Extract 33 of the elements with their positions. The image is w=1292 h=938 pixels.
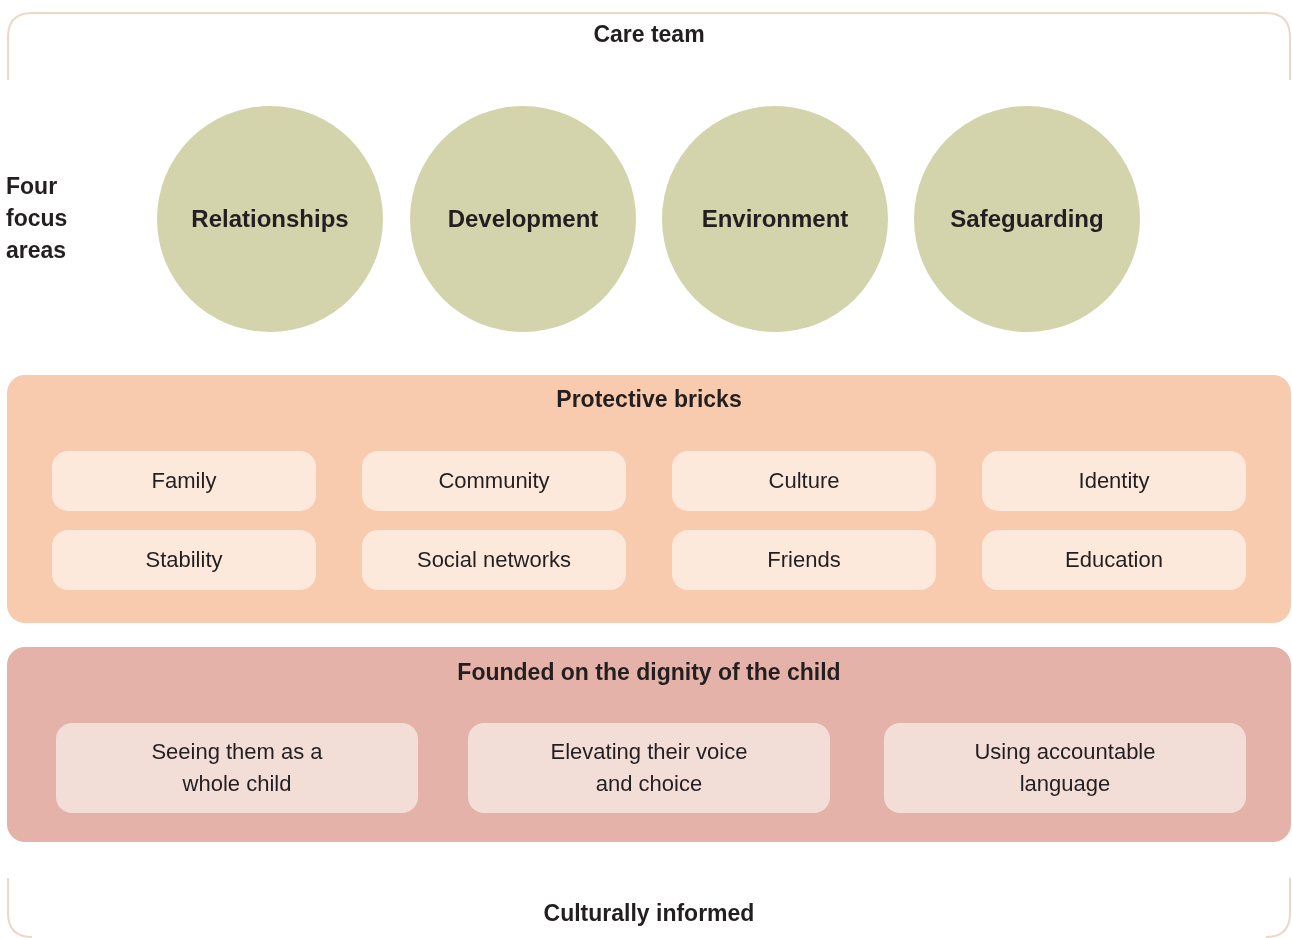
section-heading: Protective bricks — [555, 385, 743, 413]
pillar-box — [56, 723, 418, 813]
brick-box — [982, 530, 1246, 590]
pillar-label: Seeing them as a whole child — [150, 738, 324, 798]
bracket-title: Culturally informed — [542, 899, 756, 927]
brick-box — [672, 451, 936, 511]
brick-box — [362, 530, 626, 590]
section-band — [7, 647, 1291, 842]
brick-label: Family — [150, 467, 218, 495]
pillar-box — [468, 723, 830, 813]
circle-label: Relationships — [190, 205, 350, 233]
brick-label: Friends — [766, 546, 842, 574]
brick-box — [362, 451, 626, 511]
circle-label: Safeguarding — [949, 205, 1105, 233]
pillar-label: Using accountable language — [973, 738, 1157, 798]
row-heading: Four focus areas — [6, 172, 69, 265]
brick-label: Community — [437, 467, 551, 495]
section-band — [7, 375, 1291, 623]
bracket-title: Care team — [592, 20, 706, 48]
circle-label: Development — [446, 205, 600, 233]
brick-box — [52, 451, 316, 511]
section-heading: Founded on the dignity of the child — [456, 658, 842, 686]
circle-label: Environment — [700, 205, 850, 233]
pillar-box — [884, 723, 1246, 813]
pillar-label: Elevating their voice and choice — [549, 738, 749, 798]
brick-label: Identity — [1077, 467, 1151, 495]
brick-box — [982, 451, 1246, 511]
brick-label: Culture — [767, 467, 841, 495]
brick-box — [672, 530, 936, 590]
brick-label: Stability — [144, 546, 224, 574]
brick-label: Education — [1064, 546, 1164, 574]
brick-box — [52, 530, 316, 590]
brick-label: Social networks — [415, 546, 573, 574]
